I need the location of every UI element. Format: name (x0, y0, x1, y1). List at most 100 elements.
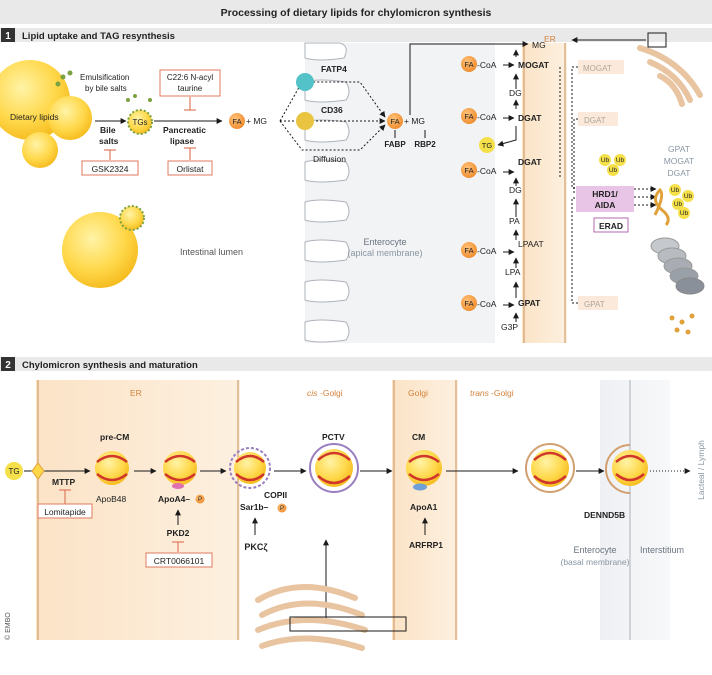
cm-label: CM (412, 432, 425, 442)
trans-golgi-rest: -Golgi (491, 388, 514, 398)
cis-golgi-italic: cis (307, 388, 318, 398)
misfolded-protein (653, 187, 670, 226)
erad-label: ERAD (599, 221, 623, 231)
gpat-label: GPAT (518, 298, 541, 308)
lacteal-label: Lacteal / Lymph (696, 440, 706, 500)
sar1b-label: Sar1b– (240, 502, 269, 512)
tg-label-panel2: TG (8, 467, 19, 476)
svg-text:-CoA: -CoA (477, 60, 497, 70)
phospho-apoa4-label: P (198, 497, 202, 503)
arrow-fa-to-mg (409, 41, 529, 115)
phospho-sar1b-label: P (280, 506, 284, 512)
figure-title: Processing of dietary lipids for chylomi… (221, 7, 492, 19)
svg-text:GPAT: GPAT (584, 300, 605, 309)
svg-text:Ub: Ub (601, 157, 610, 164)
dennd5b-label: DENND5B (584, 510, 625, 520)
fatp4-path (279, 81, 386, 122)
fabp-label: FABP (384, 140, 406, 149)
bile-salts-emulsification-label: by bile salts (85, 84, 127, 93)
svg-text:FA: FA (464, 60, 473, 69)
secretory-vesicle (525, 443, 575, 493)
svg-text:MOGAT: MOGAT (583, 64, 612, 73)
dgat-step-2: FA -CoA (461, 162, 515, 178)
interstitium-region (600, 380, 670, 640)
erad-target-1: GPAT (668, 144, 690, 154)
mttp-diamond (31, 462, 45, 480)
title-bar (0, 0, 712, 24)
svg-text:Ub: Ub (674, 201, 683, 208)
fa-cell-label: FA (390, 117, 399, 126)
panel1-header: Lipid uptake and TAG resynthesis (22, 31, 175, 42)
er-label-panel1: ER (544, 34, 556, 44)
tg-label-panel1: TG (482, 141, 493, 150)
c226-box (159, 69, 221, 97)
golgi-icon-panel2 (255, 584, 368, 651)
enterocyte-label-panel2: Enterocyte (573, 545, 616, 555)
arrow-dgat-to-tg (497, 126, 517, 147)
erad-box (593, 217, 629, 233)
panel2-header: Chylomicron synthesis and maturation (22, 360, 198, 371)
hrd1-box (576, 186, 634, 212)
copii-vesicle (229, 447, 271, 489)
gsk2324-box (81, 160, 139, 176)
apoa1-label: ApoA1 (410, 502, 438, 512)
fa-node-lumen (229, 113, 245, 129)
interstitium-label: Interstitium (640, 545, 684, 555)
pre-cm-label: pre-CM (100, 432, 129, 442)
pctv-label: PCTV (322, 432, 345, 442)
proteasome (650, 237, 705, 295)
golgi-icon-panel1 (637, 45, 703, 107)
mogat-label: MOGAT (518, 60, 550, 70)
svg-text:FA: FA (464, 166, 473, 175)
gpat-step: FA -CoA (461, 295, 515, 311)
hrd1-label: HRD1/ (592, 189, 618, 199)
credit-label: © EMBO (4, 612, 12, 640)
cd36-transporter (296, 112, 314, 130)
crt-label: CRT0066101 (154, 556, 205, 566)
gsk2324-label: GSK2324 (92, 164, 129, 174)
pancreatic-label: Pancreatic (163, 125, 206, 135)
golgi-inset-box (647, 32, 667, 48)
cd36-label: CD36 (321, 105, 343, 115)
svg-text:FA: FA (464, 112, 473, 121)
orlistat-label: Orlistat (177, 164, 205, 174)
lpaat-label: LPAAT (518, 239, 544, 249)
svg-text:Ub: Ub (609, 167, 618, 174)
g3p-label: G3P (501, 322, 518, 332)
svg-text:-CoA: -CoA (477, 246, 497, 256)
faded-enzymes: MOGAT DGAT GPAT (578, 60, 624, 310)
panel2-number-box (1, 357, 15, 371)
svg-text:DGAT: DGAT (584, 116, 606, 125)
phospho-apoa4 (195, 494, 205, 504)
copii-label: COPII (264, 490, 287, 500)
apical-label: (apical membrane) (347, 248, 422, 258)
panel2-number: 2 (5, 360, 11, 371)
arfrp1-label: ARFRP1 (409, 540, 443, 550)
mttp-label: MTTP (52, 477, 75, 487)
enterocyte-label: Enterocyte (363, 237, 406, 247)
svg-text:-CoA: -CoA (477, 166, 497, 176)
diffusion-label: Diffusion (313, 154, 346, 164)
tg-node-panel2 (5, 462, 23, 480)
panel1-number-box (1, 28, 15, 42)
svg-text:Ub: Ub (616, 157, 625, 164)
dgat-label-1: DGAT (518, 113, 542, 123)
bile-salt-micelles (55, 70, 152, 102)
basal-label: (basal membrane) (561, 557, 630, 567)
lpa-label: LPA (505, 267, 521, 277)
panel1-header-bar (0, 28, 712, 42)
exocytosis-particle (605, 444, 648, 494)
lomitapide-box (37, 503, 93, 519)
c226-label: C22:6 N-acyl (167, 73, 213, 82)
salts-label: salts (99, 136, 119, 146)
erad-targets: GPAT MOGAT DGAT (664, 144, 695, 178)
fatp4-transporter (296, 73, 314, 91)
svg-text:-CoA: -CoA (477, 112, 497, 122)
dg-label-2: DG (509, 185, 522, 195)
mogat-step: FA -CoA (461, 56, 515, 72)
svg-text:FA: FA (464, 299, 473, 308)
microvilli (304, 42, 350, 343)
er-label-panel2: ER (130, 388, 142, 398)
cis-golgi-rest: -Golgi (320, 388, 343, 398)
